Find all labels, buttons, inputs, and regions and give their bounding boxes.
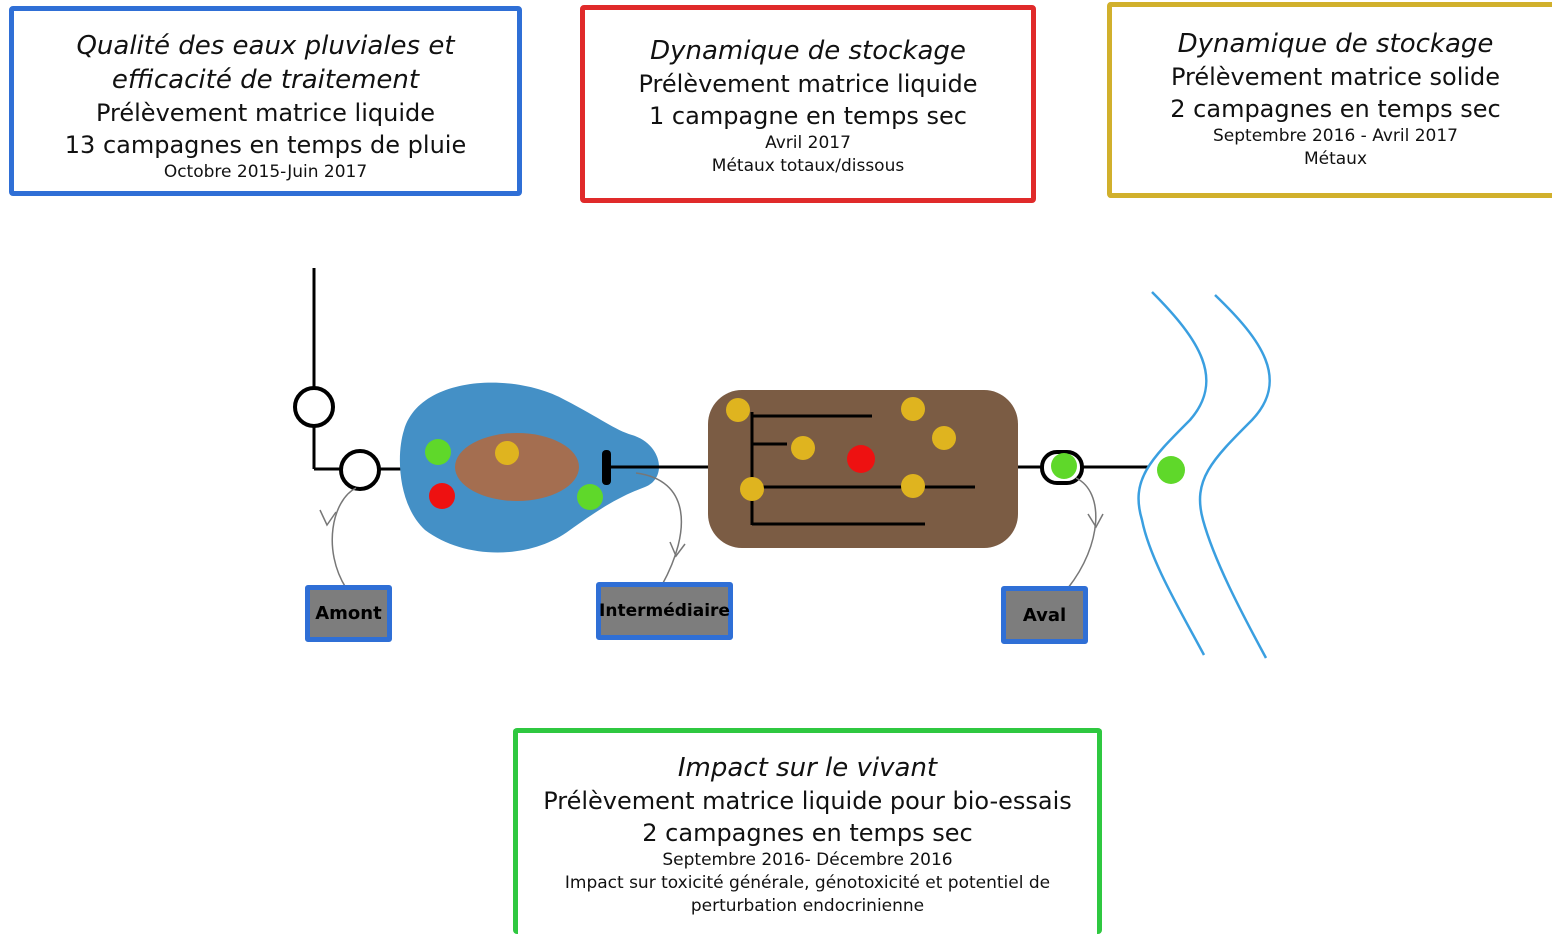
storage-liquid-date: Avril 2017 (765, 133, 851, 153)
storage-liquid-box: Dynamique de stockage Prélèvement matric… (580, 5, 1036, 203)
quality-title-line2: efficacité de traitement (111, 65, 420, 95)
sampling-point-intermediaire: Intermédiaire (596, 582, 733, 640)
storage-liquid-campaigns: 1 campagne en temps sec (649, 102, 967, 130)
impact-matrix: Prélèvement matrice liquide pour bio-ess… (543, 787, 1072, 815)
storage-liquid-matrix: Prélèvement matrice liquide (638, 70, 978, 98)
storage-solid-title: Dynamique de stockage (1177, 29, 1494, 59)
outlet-green-dot (1051, 453, 1077, 479)
inlet-manhole-amont (339, 449, 381, 491)
impact-box: Impact sur le vivant Prélèvement matrice… (513, 728, 1102, 934)
storage-solid-date: Septembre 2016 - Avril 2017 (1213, 126, 1458, 146)
quality-matrix: Prélèvement matrice liquide (95, 99, 436, 127)
river-green-dot (1157, 456, 1185, 484)
quality-title-line1: Qualité des eaux pluviales et (76, 31, 455, 61)
storage-solid-detail: Métaux (1303, 149, 1368, 169)
basin-red-dot (429, 483, 455, 509)
quality-campaign-box: Qualité des eaux pluviales et efficacité… (9, 6, 522, 196)
storage-solid-box: Dynamique de stockage Prélèvement matric… (1107, 2, 1552, 198)
basin-green-dot-1 (425, 439, 451, 465)
basin-sediment (455, 433, 579, 501)
storage-liquid-title: Dynamique de stockage (650, 36, 966, 66)
wetland-yellow-dot-2 (791, 436, 815, 460)
storage-solid-matrix: Prélèvement matrice solide (1170, 63, 1501, 91)
impact-title: Impact sur le vivant (677, 753, 938, 783)
wetland-yellow-dot-5 (740, 477, 764, 501)
impact-detail-line2: perturbation endocrinienne (690, 896, 925, 916)
basin-yellow-dot (495, 441, 519, 465)
impact-detail-line1: Impact sur toxicité générale, génotoxici… (564, 873, 1051, 893)
wetland-yellow-dot-3 (901, 397, 925, 421)
quality-date: Octobre 2015-Juin 2017 (163, 162, 368, 182)
basin-outlet-gate (602, 450, 611, 485)
wetland-drains (750, 412, 975, 526)
impact-campaigns: 2 campagnes en temps sec (642, 819, 973, 847)
wetland-yellow-dot-6 (901, 474, 925, 498)
storage-solid-campaigns: 2 campagnes en temps sec (1170, 95, 1501, 123)
wetland-yellow-dot-1 (726, 398, 750, 422)
impact-date: Septembre 2016- Décembre 2016 (662, 850, 953, 870)
river (1137, 291, 1271, 659)
sampling-point-aval: Aval (1001, 586, 1088, 644)
wetland-red-dot (847, 445, 875, 473)
storage-liquid-detail: Métaux totaux/dissous (711, 156, 905, 176)
sampling-point-amont: Amont (305, 585, 392, 642)
wetland-yellow-dot-4 (932, 426, 956, 450)
inlet-manhole-upper (293, 386, 335, 428)
basin-green-dot-2 (577, 484, 603, 510)
sampling-arrows (319, 472, 1104, 589)
quality-campaigns: 13 campagnes en temps de pluie (64, 131, 467, 159)
